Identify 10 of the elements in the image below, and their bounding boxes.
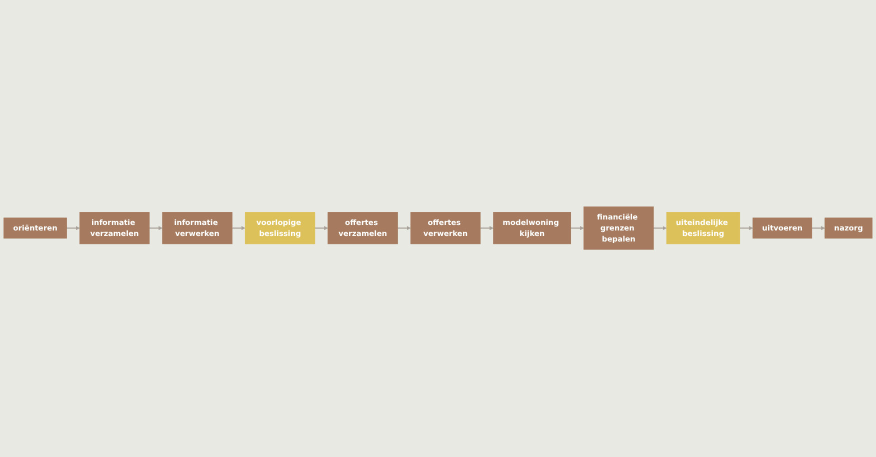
arrow [812,226,826,231]
arrow [232,226,246,231]
arrow [398,226,411,231]
arrow [740,226,754,231]
arrow [570,226,584,231]
arrow [149,226,163,231]
arrow [654,226,667,231]
arrow [480,226,494,231]
arrow [66,226,80,231]
arrow [314,226,328,231]
